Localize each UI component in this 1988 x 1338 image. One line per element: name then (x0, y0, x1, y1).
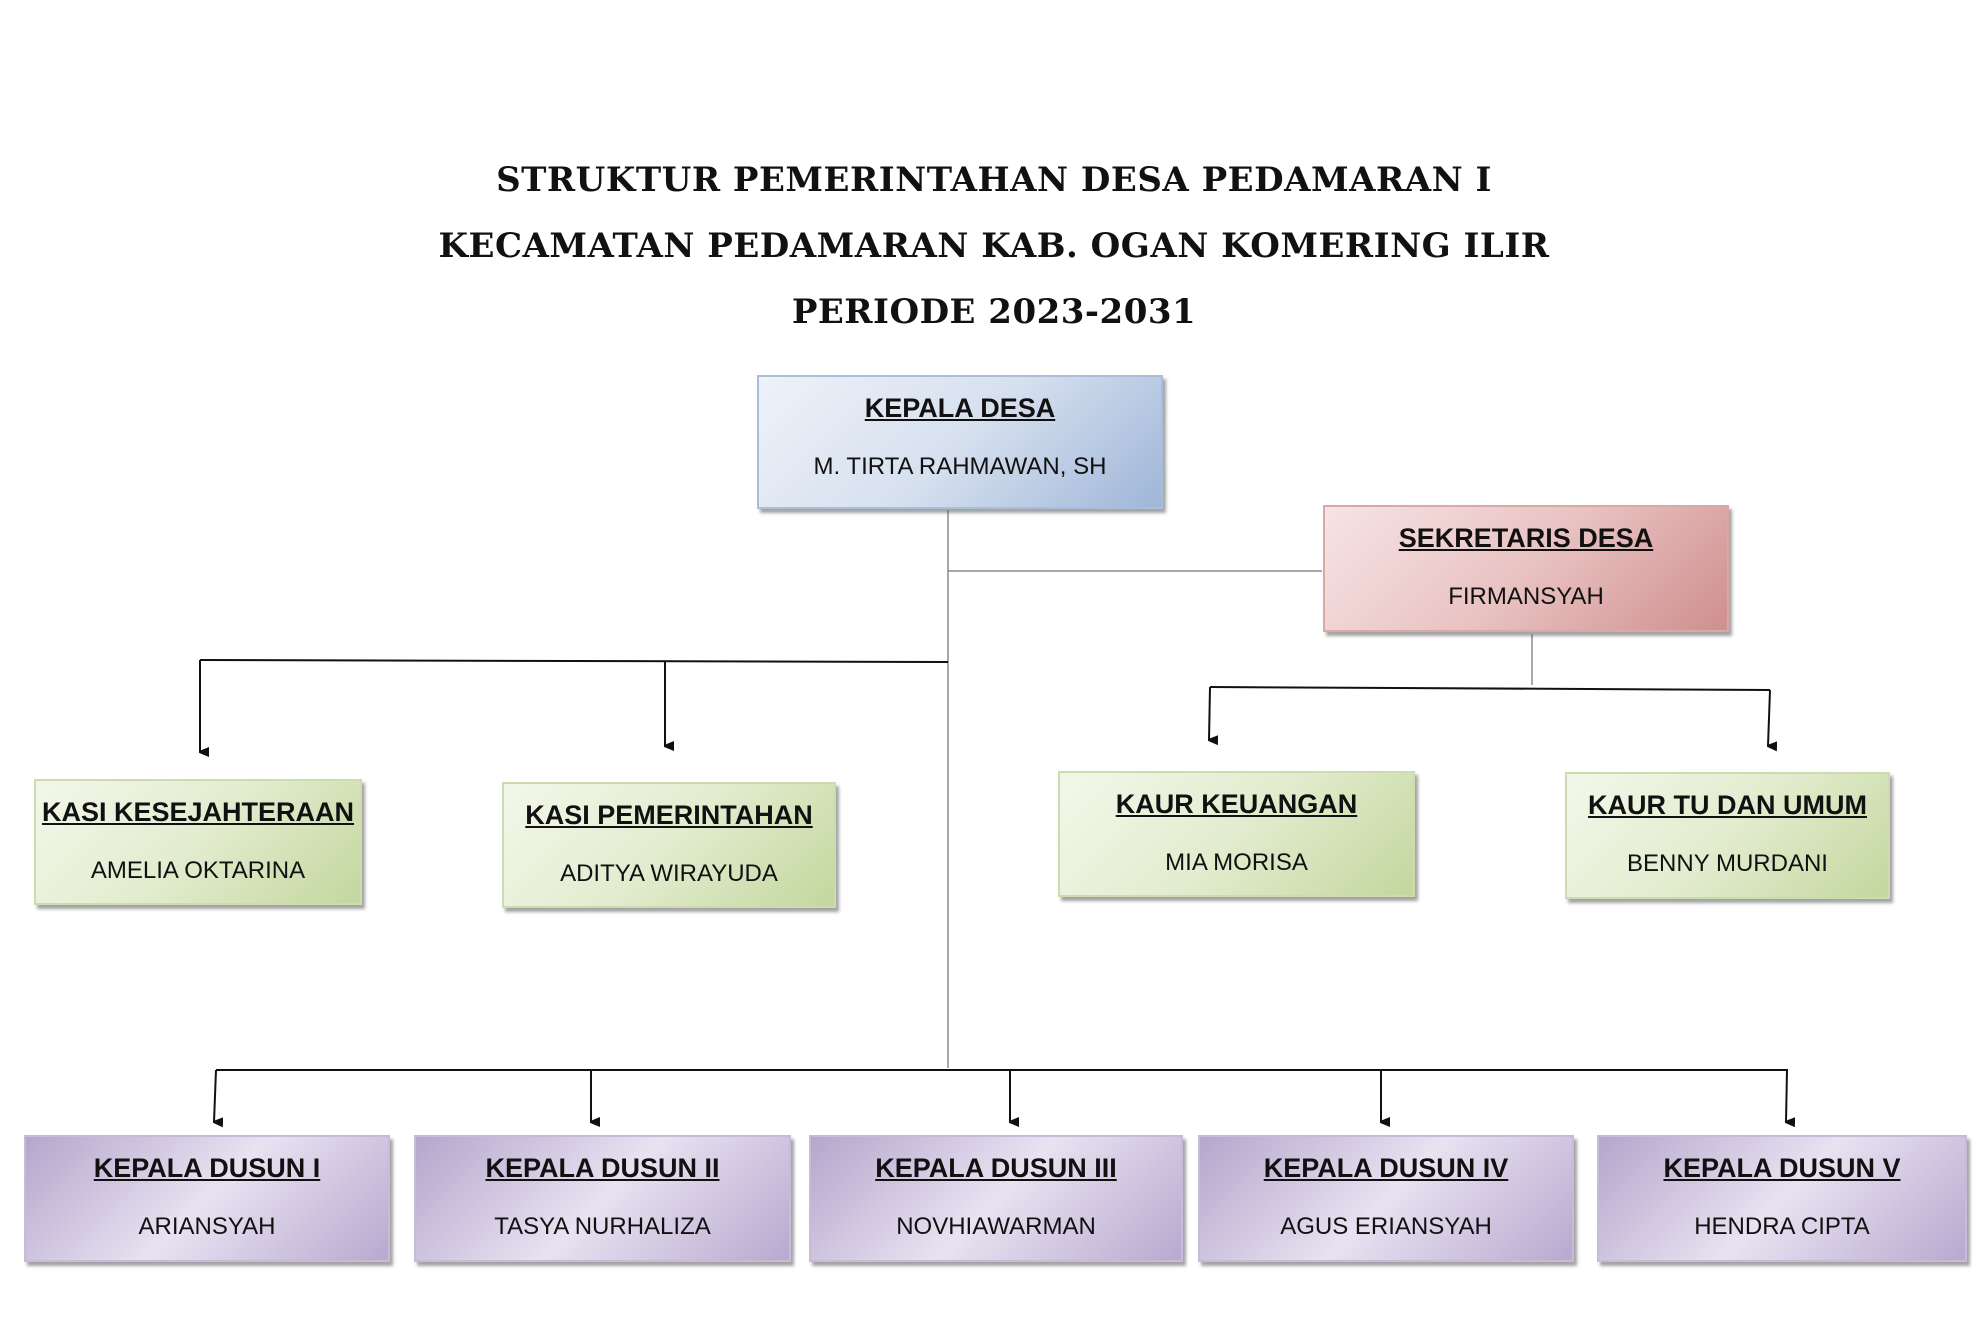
dusun-name: TASYA NURHALIZA (494, 1213, 711, 1240)
kasi-role: KASI PEMERINTAHAN (525, 800, 813, 830)
dusun-role: KEPALA DUSUN IV (1263, 1153, 1509, 1183)
kaur-arrow-2 (1768, 689, 1770, 746)
dusun-name: NOVHIAWARMAN (896, 1213, 1096, 1240)
chart-title-line-2: KECAMATAN PEDAMARAN KAB. OGAN KOMERING I… (438, 226, 1550, 266)
kepala-dusun-2-box: KEPALA DUSUN II TASYA NURHALIZA (414, 1135, 791, 1262)
dusun-role: KEPALA DUSUN III (875, 1153, 1117, 1183)
kasi-name: ADITYA WIRAYUDA (560, 860, 778, 887)
kasi-branch (199, 659, 949, 663)
kasi-name: AMELIA OKTARINA (90, 857, 306, 884)
kepala-dusun-4-box: KEPALA DUSUN IV AGUS ERIANSYAH (1198, 1135, 1574, 1262)
kaur-role: KAUR KEUANGAN (1115, 789, 1358, 819)
kasi-kesejahteraan-box: KASI KESEJAHTERAAN AMELIA OKTARINA (34, 779, 362, 905)
chart-title-line-1: STRUKTUR PEMERINTAHAN DESA PEDAMARAN I (496, 160, 1492, 200)
dusun-role: KEPALA DUSUN I (93, 1153, 321, 1183)
dusun-name: AGUS ERIANSYAH (1280, 1213, 1492, 1240)
kepala-desa-box: KEPALA DESA M. TIRTA RAHMAWAN, SH (757, 375, 1163, 509)
kasi-pemerintahan-box: KASI PEMERINTAHAN ADITYA WIRAYUDA (502, 782, 836, 908)
dusun-name: HENDRA CIPTA (1694, 1213, 1870, 1240)
sekretaris-desa-box: SEKRETARIS DESA FIRMANSYAH (1323, 505, 1729, 632)
sekretaris-desa-role: SEKRETARIS DESA (1398, 523, 1654, 553)
dusun-arrow-1 (214, 1069, 216, 1122)
kaur-keuangan-box: KAUR KEUANGAN MIA MORISA (1058, 771, 1415, 897)
kaur-name: BENNY MURDANI (1627, 850, 1828, 877)
kepala-dusun-5-box: KEPALA DUSUN V HENDRA CIPTA (1597, 1135, 1967, 1262)
dusun-role: KEPALA DUSUN V (1663, 1153, 1901, 1183)
kaur-arrow-1 (1209, 686, 1210, 740)
kaur-role: KAUR TU DAN UMUM (1588, 790, 1867, 820)
kaur-name: MIA MORISA (1165, 849, 1308, 876)
dusun-name: ARIANSYAH (138, 1213, 276, 1240)
dusun-role: KEPALA DUSUN II (485, 1153, 720, 1183)
sekretaris-desa-name: FIRMANSYAH (1448, 583, 1604, 610)
kepala-desa-role: KEPALA DESA (864, 393, 1056, 423)
kepala-dusun-1-box: KEPALA DUSUN I ARIANSYAH (24, 1135, 390, 1262)
chart-title-line-3: PERIODE 2023-2031 (791, 292, 1197, 332)
kaur-tu-umum-box: KAUR TU DAN UMUM BENNY MURDANI (1565, 772, 1890, 899)
dusun-arrow-5 (1786, 1069, 1787, 1122)
kasi-role: KASI KESEJAHTERAAN (41, 797, 355, 827)
kaur-branch (1209, 686, 1771, 691)
kepala-desa-name: M. TIRTA RAHMAWAN, SH (813, 453, 1107, 480)
kepala-dusun-3-box: KEPALA DUSUN III NOVHIAWARMAN (809, 1135, 1183, 1262)
